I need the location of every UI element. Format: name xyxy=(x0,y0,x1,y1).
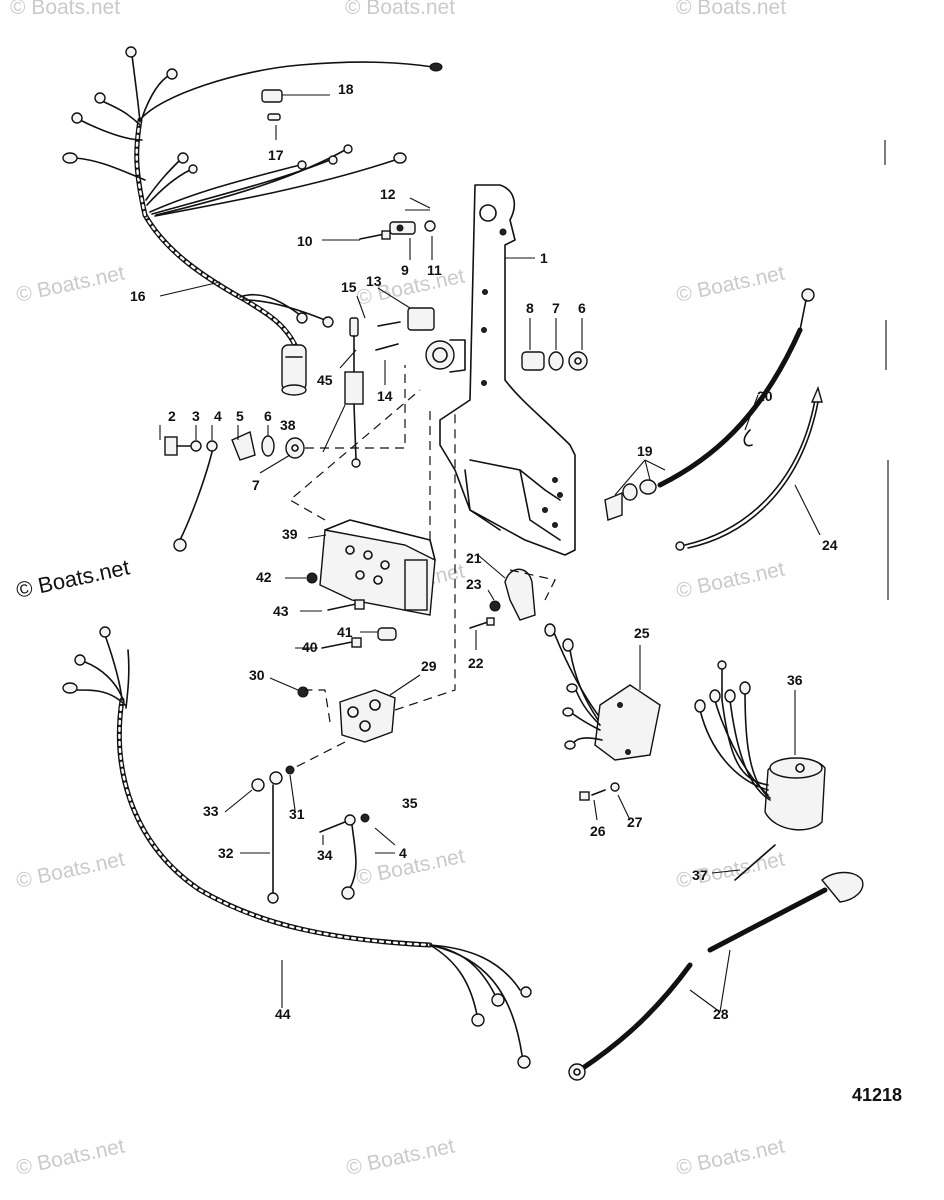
callout-6: 6 xyxy=(578,300,586,316)
callout-numbers: 1 2 3 4 5 6 7 8 7 6 9 10 11 12 13 14 15 … xyxy=(130,81,838,1022)
callout-1: 1 xyxy=(540,250,548,266)
callout-20: 20 xyxy=(757,388,773,404)
callout-7: 7 xyxy=(252,477,260,493)
callout-41: 41 xyxy=(337,624,353,640)
callout-24: 24 xyxy=(822,537,838,553)
callout-23: 23 xyxy=(466,576,482,592)
watermark-text: © Boats.net xyxy=(14,554,132,602)
spark-plug-lead xyxy=(568,871,864,1081)
callout-22: 22 xyxy=(468,655,484,671)
watermark-text: © Boats.net xyxy=(10,0,120,19)
switch-box xyxy=(544,623,661,801)
starter-relay xyxy=(375,307,466,373)
watermark-text: © Boats.net xyxy=(674,261,787,306)
callout-19: 19 xyxy=(637,443,653,459)
callout-38: 38 xyxy=(280,417,296,433)
callout-34: 34 xyxy=(317,847,333,863)
callout-37: 37 xyxy=(692,867,708,883)
callout-2: 2 xyxy=(168,408,176,424)
mounting-bracket xyxy=(439,184,576,556)
watermark-text: © Boats.net xyxy=(344,1134,457,1179)
watermark-text: © Boats.net xyxy=(14,847,127,892)
watermark-text: © Boats.net xyxy=(674,557,787,602)
grommet-stack xyxy=(521,351,588,371)
callout-14: 14 xyxy=(377,388,393,404)
callout-43: 43 xyxy=(273,603,289,619)
callout-4: 4 xyxy=(214,408,222,424)
figure-number: 41218 xyxy=(852,1085,902,1105)
cable-clamp xyxy=(469,568,556,629)
watermark-text: © Boats.net xyxy=(674,1134,787,1179)
power-pack-hardware xyxy=(306,572,397,649)
watermark-text: © Boats.net xyxy=(345,0,455,19)
callout-11: 11 xyxy=(427,262,442,278)
resistor xyxy=(344,317,364,468)
callout-30: 30 xyxy=(249,667,265,683)
callout-35: 35 xyxy=(402,795,418,811)
battery-leads xyxy=(604,288,823,551)
callout-18: 18 xyxy=(338,81,354,97)
callout-33: 33 xyxy=(203,803,219,819)
callout-10: 10 xyxy=(297,233,313,249)
power-pack xyxy=(288,389,436,616)
watermark-text: © Boats.net xyxy=(676,0,786,19)
watermark-text: © Boats.net xyxy=(14,1134,127,1179)
callout-6: 6 xyxy=(264,408,272,424)
callout-3: 3 xyxy=(192,408,200,424)
callout-17: 17 xyxy=(268,147,284,163)
wire-clamp xyxy=(359,209,436,240)
callout-40: 40 xyxy=(302,639,318,655)
watermark-text: © Boats.net xyxy=(14,261,127,306)
callout-36: 36 xyxy=(787,672,803,688)
main-wiring-harness xyxy=(62,46,443,396)
callout-32: 32 xyxy=(218,845,234,861)
callout-42: 42 xyxy=(256,569,272,585)
rectifier xyxy=(289,410,456,771)
leader-lines xyxy=(159,197,821,1013)
callout-27: 27 xyxy=(627,814,643,830)
callout-9: 9 xyxy=(401,262,409,278)
callout-39: 39 xyxy=(282,526,298,542)
callout-25: 25 xyxy=(634,625,650,641)
callout-13: 13 xyxy=(366,273,382,289)
ignition-coil xyxy=(694,660,826,881)
callout-16: 16 xyxy=(130,288,146,304)
fuse xyxy=(267,113,281,140)
callout-15: 15 xyxy=(341,279,357,295)
callout-7: 7 xyxy=(552,300,560,316)
callout-45: 45 xyxy=(317,372,333,388)
callout-44: 44 xyxy=(275,1006,291,1022)
callout-4: 4 xyxy=(399,845,407,861)
callout-29: 29 xyxy=(421,658,437,674)
scan-marks xyxy=(884,140,889,600)
callout-8: 8 xyxy=(526,300,534,316)
callout-28: 28 xyxy=(713,1006,729,1022)
callout-12: 12 xyxy=(380,186,396,202)
ground-strap xyxy=(251,765,370,904)
watermark-text: © Boats.net xyxy=(354,844,467,889)
callout-31: 31 xyxy=(289,806,305,822)
callout-5: 5 xyxy=(236,408,244,424)
callout-21: 21 xyxy=(466,550,482,566)
callout-26: 26 xyxy=(590,823,606,839)
lower-wiring-harness xyxy=(62,626,532,1069)
fuse-holder xyxy=(261,89,330,103)
